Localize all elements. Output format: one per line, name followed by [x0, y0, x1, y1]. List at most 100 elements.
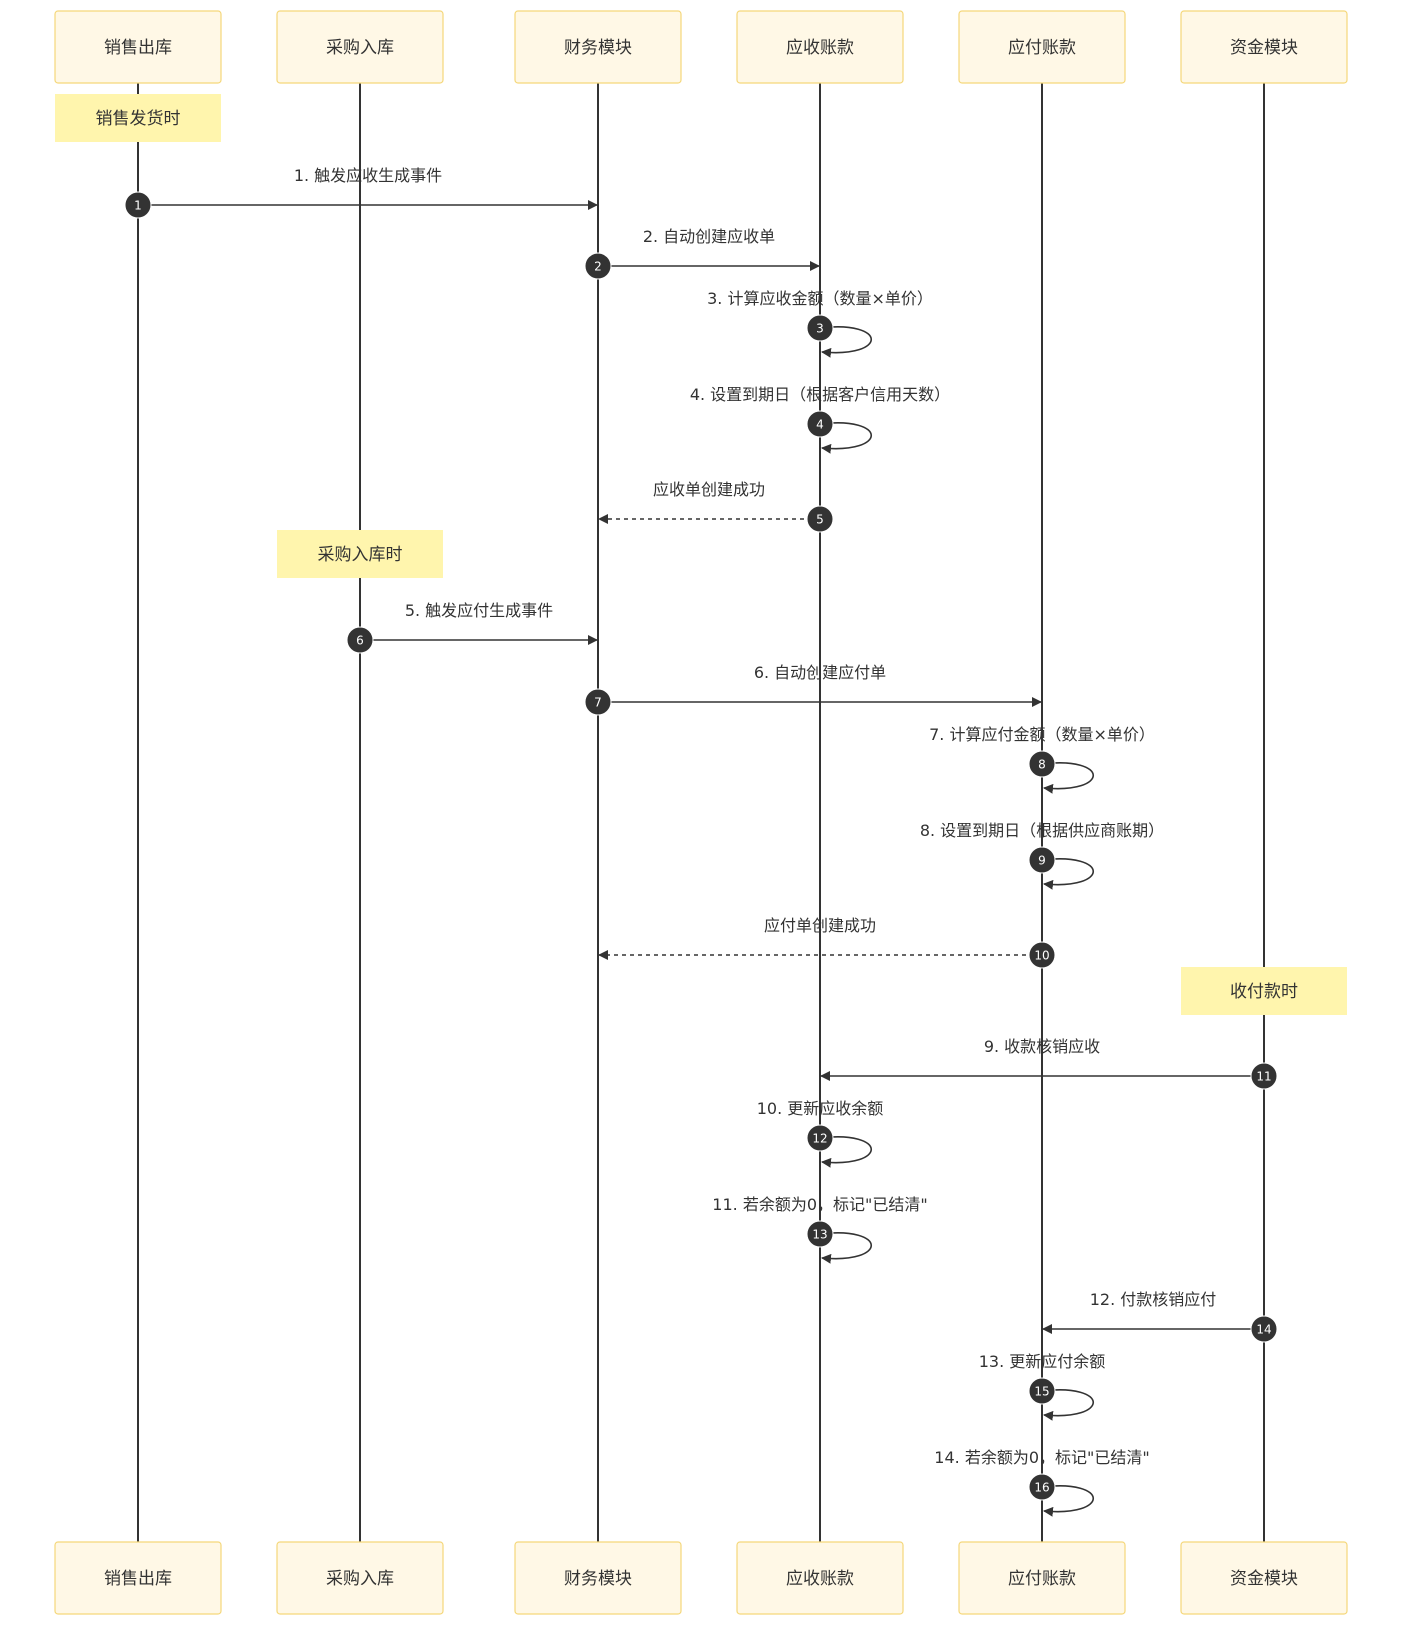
sequence-number-circle [1250, 1315, 1278, 1343]
note-text: 销售发货时 [96, 109, 181, 129]
sequence-number-badge: 8 [1028, 750, 1056, 778]
self-arrow [1041, 1485, 1095, 1517]
sequence-number-badge: 3 [806, 314, 834, 342]
sequence-number-badge: 7 [584, 688, 612, 716]
sequence-number: 10 [1034, 949, 1049, 963]
self-arrow [819, 326, 873, 358]
note: 收付款时 [1181, 967, 1347, 1015]
actor-label: 采购入库 [326, 1569, 394, 1589]
actor-payable-bottom: 应付账款 [958, 1541, 1126, 1615]
message-6: 5. 触发应付生成事件 6 [346, 601, 598, 654]
sequence-number-badge: 4 [806, 410, 834, 438]
actor-box [958, 1541, 1126, 1615]
actor-label: 财务模块 [564, 1569, 632, 1589]
sequence-number-circle [1028, 846, 1056, 874]
message-label: 应收单创建成功 [653, 480, 765, 499]
sequence-number: 7 [594, 696, 602, 710]
sequence-number-circle [584, 252, 612, 280]
sequence-number: 14 [1256, 1323, 1271, 1337]
sequence-number-circle [124, 191, 152, 219]
self-arrow [819, 1136, 873, 1168]
actor-label: 资金模块 [1230, 1569, 1298, 1589]
sequence-number: 6 [356, 634, 364, 648]
sequence-number-badge: 13 [806, 1220, 834, 1248]
message-label: 应付单创建成功 [764, 916, 876, 935]
actor-label: 应付账款 [1008, 1569, 1076, 1589]
message-4: 4. 设置到期日（根据客户信用天数）4 [690, 385, 950, 454]
actor-box [276, 10, 444, 84]
actor-label: 应收账款 [786, 38, 854, 58]
sequence-number-circle [1028, 1377, 1056, 1405]
sequence-number-circle [806, 1220, 834, 1248]
message-label: 11. 若余额为0，标记"已结清" [712, 1195, 927, 1214]
message-8: 7. 计算应付金额（数量×单价）8 [929, 725, 1155, 794]
self-arrow [819, 1232, 873, 1264]
note: 采购入库时 [277, 530, 443, 578]
message-9: 8. 设置到期日（根据供应商账期） 9 [920, 821, 1164, 890]
sequence-number: 13 [812, 1228, 827, 1242]
actor-receivable-bottom: 应收账款 [736, 1541, 904, 1615]
sequence-number-badge: 14 [1250, 1315, 1278, 1343]
message-12: 10. 更新应收余额 12 [757, 1099, 884, 1168]
sequence-number-circle [584, 688, 612, 716]
sequence-number: 5 [816, 513, 824, 527]
sequence-number-circle [1028, 941, 1056, 969]
message-label: 10. 更新应收余额 [757, 1099, 884, 1118]
sequence-number-circle [346, 626, 374, 654]
note-text: 采购入库时 [318, 545, 403, 565]
actor-box [1180, 10, 1348, 84]
self-arrow [1041, 858, 1095, 890]
message-label: 12. 付款核销应付 [1090, 1290, 1217, 1309]
actor-label: 资金模块 [1230, 38, 1298, 58]
message-label: 6. 自动创建应付单 [754, 663, 886, 682]
actor-payable-top: 应付账款 [958, 10, 1126, 84]
sequence-number-badge: 6 [346, 626, 374, 654]
actor-sales_out-bottom: 销售出库 [54, 1541, 222, 1615]
actor-sales_out-top: 销售出库 [54, 10, 222, 84]
actor-label: 销售出库 [104, 1569, 172, 1589]
sequence-number-badge: 1 [124, 191, 152, 219]
message-label: 14. 若余额为0，标记"已结清" [934, 1448, 1149, 1467]
actor-label: 应付账款 [1008, 38, 1076, 58]
message-label: 5. 触发应付生成事件 [405, 601, 553, 620]
actor-label: 销售出库 [104, 38, 172, 58]
note-box [1181, 967, 1347, 1015]
message-5: 应收单创建成功 5 [598, 480, 834, 533]
sequence-number: 4 [816, 418, 824, 432]
actor-receivable-top: 应收账款 [736, 10, 904, 84]
message-7: 6. 自动创建应付单 7 [584, 663, 1042, 716]
actor-label: 采购入库 [326, 38, 394, 58]
actor-purchase_in-top: 采购入库 [276, 10, 444, 84]
sequence-number-badge: 10 [1028, 941, 1056, 969]
actor-box [276, 1541, 444, 1615]
actor-box [958, 10, 1126, 84]
sequence-number: 2 [594, 260, 602, 274]
sequence-number-badge: 2 [584, 252, 612, 280]
sequence-number: 9 [1038, 854, 1046, 868]
message-label: 8. 设置到期日（根据供应商账期） [920, 821, 1164, 840]
sequence-number-circle [806, 314, 834, 342]
sequence-number-badge: 12 [806, 1124, 834, 1152]
sequence-number: 16 [1034, 1481, 1049, 1495]
self-arrow [1041, 762, 1095, 794]
actor-box [736, 1541, 904, 1615]
sequence-number-circle [806, 410, 834, 438]
message-3: 3. 计算应收金额（数量×单价）3 [707, 289, 933, 358]
actor-box [736, 10, 904, 84]
actor-funds-top: 资金模块 [1180, 10, 1348, 84]
self-arrow [1041, 1389, 1095, 1421]
sequence-number-circle [806, 505, 834, 533]
sequence-number-badge: 9 [1028, 846, 1056, 874]
sequence-number: 12 [812, 1132, 827, 1146]
sequence-number-circle [806, 1124, 834, 1152]
note-box [55, 94, 221, 142]
self-arrow [819, 422, 873, 454]
message-10: 应付单创建成功 10 [598, 916, 1056, 969]
actor-finance-top: 财务模块 [514, 10, 682, 84]
actor-funds-bottom: 资金模块 [1180, 1541, 1348, 1615]
